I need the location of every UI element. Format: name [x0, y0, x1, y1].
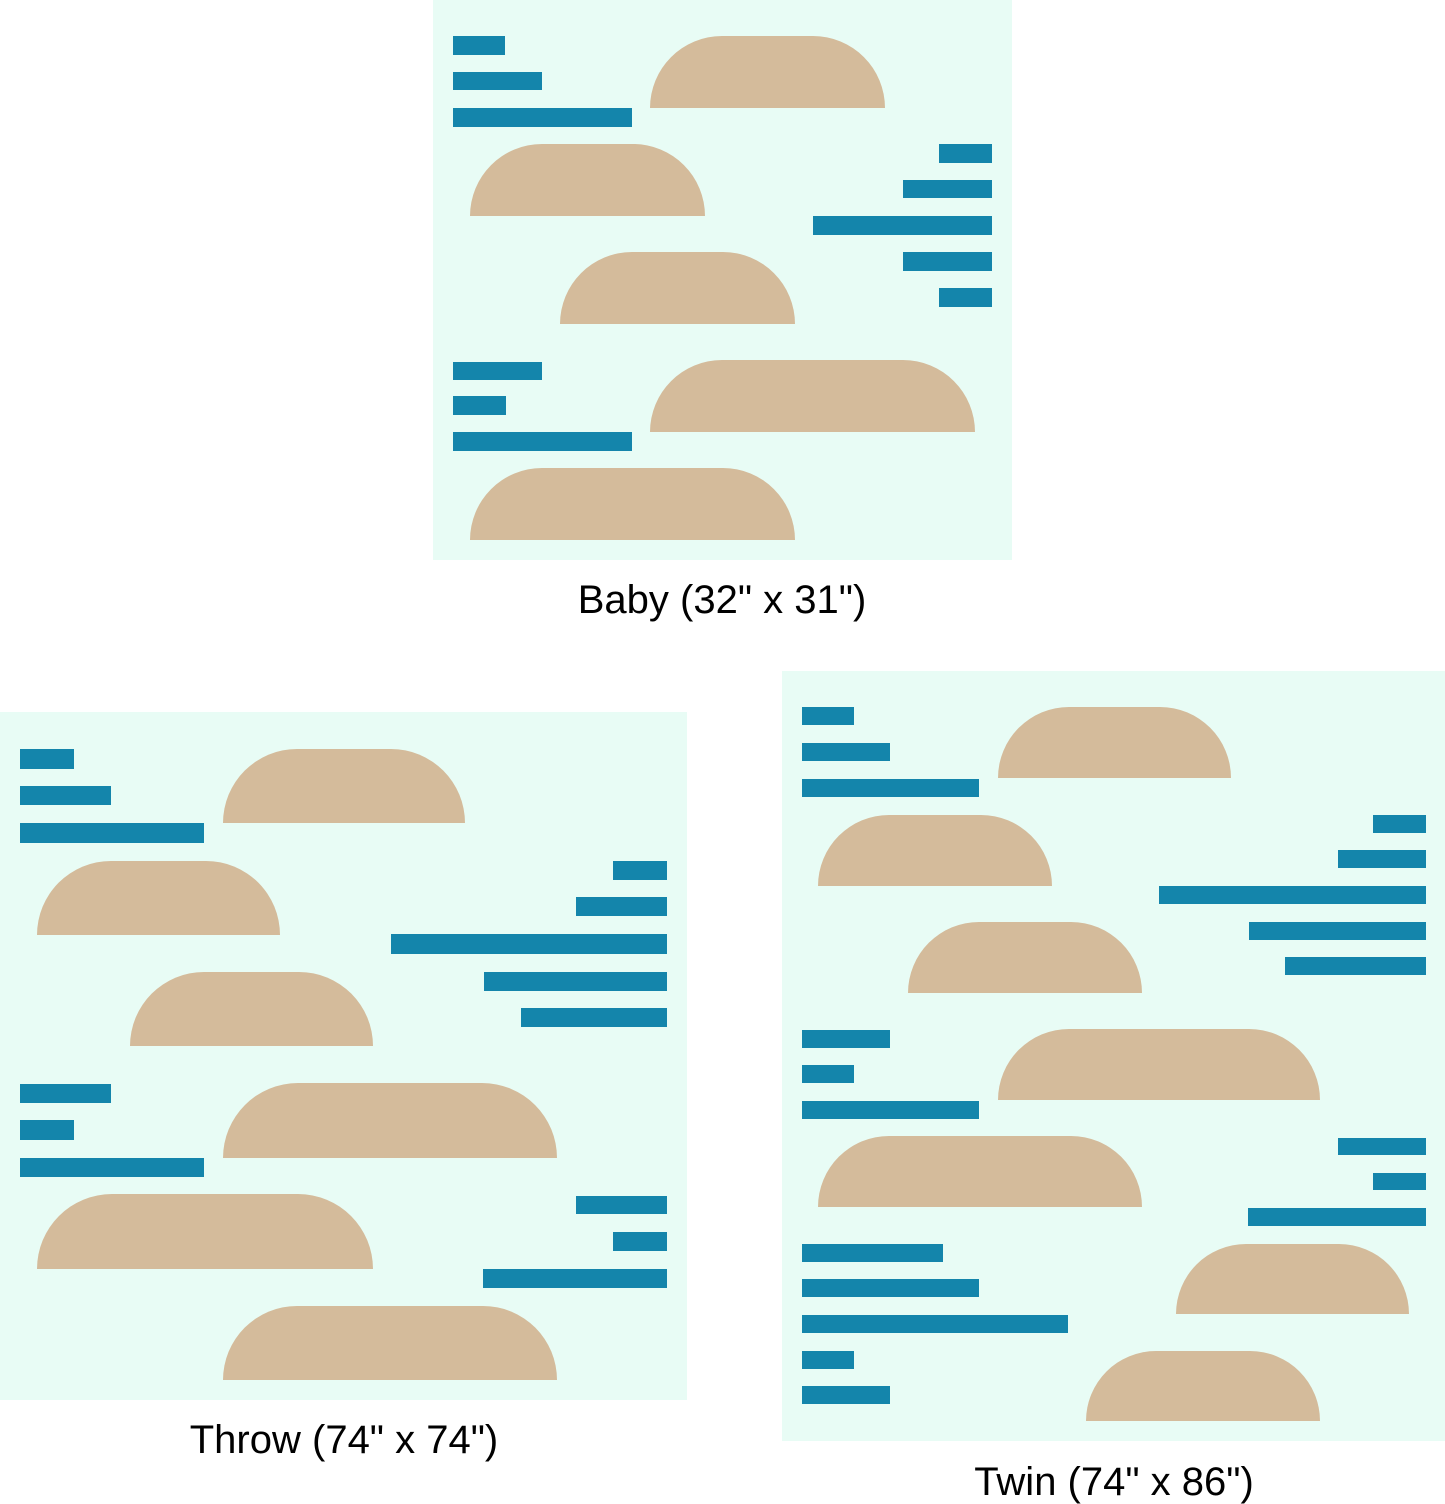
twin-tan-dome: [818, 815, 1052, 886]
throw-teal-strip: [391, 934, 667, 954]
baby-teal-strip: [453, 362, 542, 380]
twin-tan-dome: [998, 1029, 1320, 1100]
baby-teal-strip: [813, 216, 992, 235]
baby-teal-strip: [453, 36, 505, 55]
throw-tan-dome: [223, 1306, 557, 1380]
throw-tan-dome: [37, 1194, 373, 1269]
twin-teal-strip: [1373, 1173, 1426, 1190]
throw-teal-strip: [20, 1084, 111, 1103]
throw-tan-dome: [130, 972, 373, 1046]
baby-tan-dome: [560, 252, 795, 324]
throw-teal-strip: [613, 1232, 667, 1251]
baby-teal-strip: [939, 288, 992, 307]
baby-size-label: Baby (32" x 31"): [577, 578, 867, 622]
twin-teal-strip: [802, 1386, 890, 1404]
throw-teal-strip: [576, 897, 667, 916]
baby-teal-strip: [903, 252, 992, 271]
twin-teal-strip: [802, 779, 979, 797]
twin-teal-strip: [1159, 886, 1426, 904]
twin-tan-dome: [998, 707, 1231, 778]
throw-teal-strip: [521, 1008, 667, 1027]
throw-tan-dome: [223, 1083, 557, 1158]
throw-teal-strip: [20, 786, 111, 805]
twin-tan-dome: [1176, 1244, 1409, 1314]
twin-teal-strip: [1248, 1208, 1426, 1226]
twin-tan-dome: [1086, 1351, 1320, 1421]
baby-teal-strip: [453, 432, 632, 451]
twin-teal-strip: [1373, 815, 1426, 833]
baby-teal-strip: [453, 108, 632, 127]
throw-tan-dome: [223, 749, 465, 823]
throw-teal-strip: [576, 1196, 667, 1214]
throw-teal-strip: [20, 749, 74, 769]
baby-tan-dome: [650, 36, 885, 108]
twin-teal-strip: [802, 707, 854, 725]
twin-teal-strip: [802, 1244, 943, 1262]
twin-teal-strip: [802, 1030, 890, 1048]
baby-teal-strip: [453, 72, 542, 90]
twin-size-label: Twin (74" x 86"): [974, 1460, 1254, 1504]
baby-tan-dome: [470, 144, 705, 216]
throw-teal-strip: [20, 1120, 74, 1140]
twin-teal-strip: [802, 1101, 979, 1119]
twin-teal-strip: [802, 1065, 854, 1083]
throw-teal-strip: [484, 972, 667, 991]
baby-tan-dome: [650, 360, 975, 432]
throw-size-label: Throw (74" x 74"): [189, 1418, 499, 1462]
baby-tan-dome: [470, 468, 795, 540]
baby-teal-strip: [903, 180, 992, 198]
throw-teal-strip: [20, 1158, 204, 1177]
twin-tan-dome: [908, 922, 1142, 993]
twin-teal-strip: [802, 1351, 854, 1369]
baby-teal-strip: [939, 144, 992, 163]
throw-teal-strip: [483, 1269, 667, 1288]
twin-teal-strip: [1338, 850, 1426, 868]
twin-teal-strip: [802, 1279, 979, 1297]
twin-teal-strip: [1249, 922, 1426, 940]
throw-teal-strip: [613, 861, 667, 880]
throw-teal-strip: [20, 823, 204, 843]
throw-tan-dome: [37, 861, 280, 935]
twin-teal-strip: [1338, 1138, 1426, 1155]
baby-teal-strip: [453, 396, 506, 415]
twin-teal-strip: [802, 743, 890, 761]
twin-teal-strip: [1285, 957, 1426, 975]
twin-teal-strip: [802, 1315, 1068, 1333]
twin-tan-dome: [818, 1136, 1142, 1207]
